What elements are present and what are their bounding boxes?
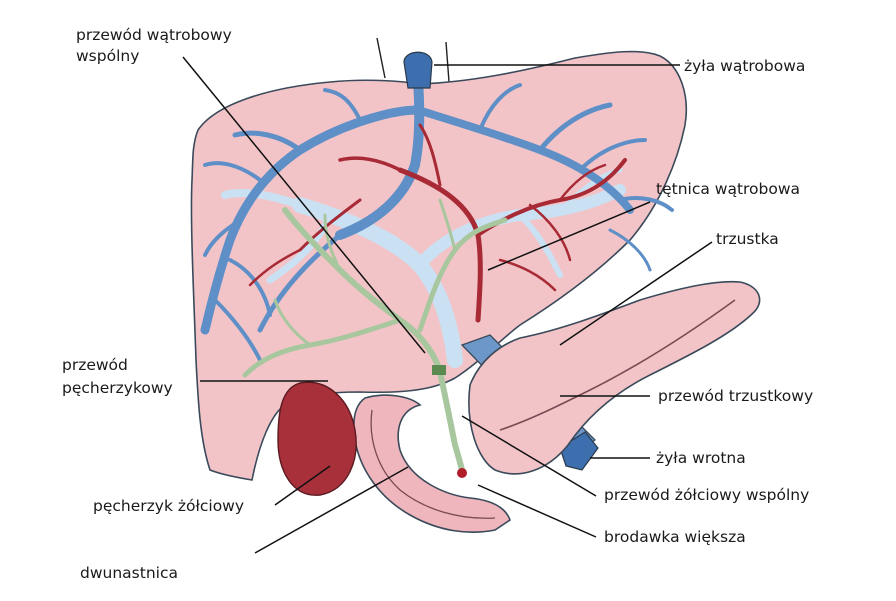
duct-junction bbox=[432, 365, 446, 375]
label-pancreatic-duct: przewód trzustkowy bbox=[658, 387, 813, 405]
label-common-bile-duct: przewód żółciowy wspólny bbox=[604, 486, 809, 504]
label-duodenum: dwunastnica bbox=[80, 564, 178, 582]
label-portal-vein: żyła wrotna bbox=[656, 449, 746, 467]
label-cystic-duct-1: przewód bbox=[62, 356, 128, 374]
label-cystic-duct-2: pęcherzykowy bbox=[62, 379, 173, 397]
major-papilla bbox=[457, 468, 467, 478]
label-common-hepatic-duct-2: wspólny bbox=[76, 47, 139, 65]
label-gallbladder: pęcherzyk żółciowy bbox=[93, 497, 244, 515]
label-pancreas: trzustka bbox=[716, 230, 779, 248]
hepatic-vein-top bbox=[404, 52, 432, 88]
label-hepatic-artery: tętnica wątrobowa bbox=[656, 180, 800, 198]
label-common-hepatic-duct-1: przewód wątrobowy bbox=[76, 26, 232, 44]
label-major-papilla: brodawka większa bbox=[604, 528, 746, 546]
label-hepatic-vein: żyła wątrobowa bbox=[684, 57, 805, 75]
